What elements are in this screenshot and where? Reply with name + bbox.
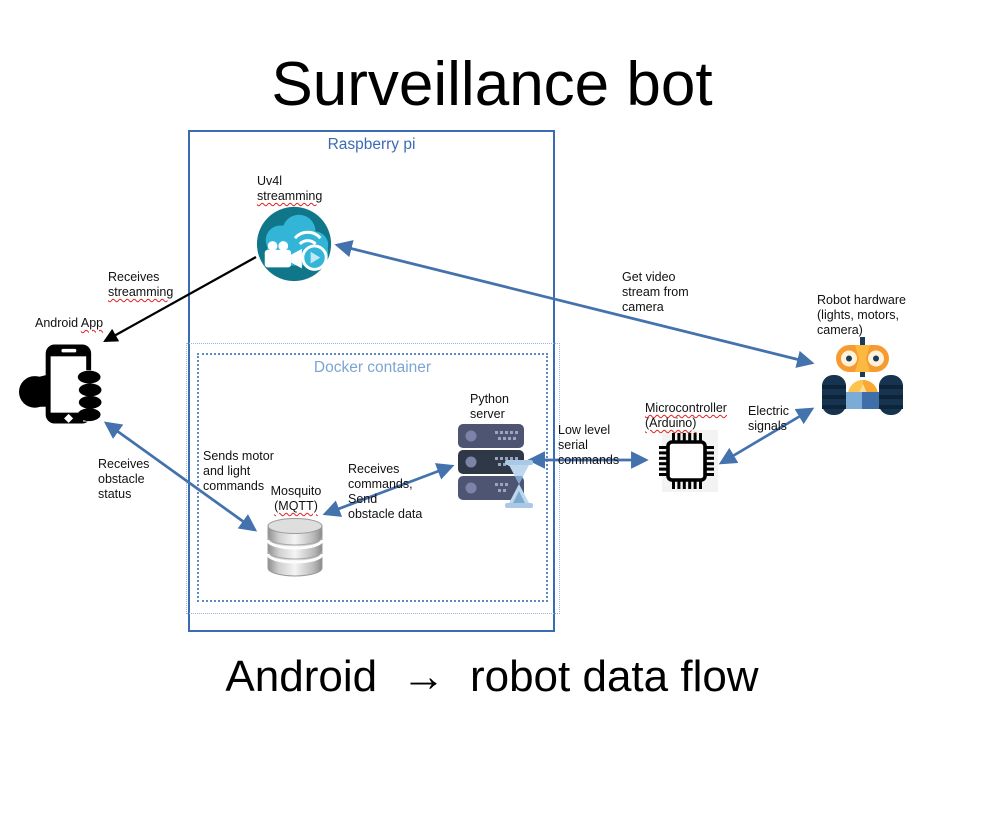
- raspberry-pi-label: Raspberry pi: [327, 136, 416, 153]
- docker-container-label: Docker container: [313, 359, 432, 376]
- edge-label-electric-signals: Electric signals: [748, 404, 789, 433]
- python-server-label: Python server: [470, 392, 509, 421]
- raspberry-pi-box: [188, 130, 555, 632]
- edge-label-receives-commands: Receives commands, Send obstacle data: [348, 462, 423, 521]
- page-title: Surveillance bot: [271, 50, 713, 119]
- edge-label-receives-obstacle: Receives obstacle status: [98, 457, 150, 501]
- database-cylinder-icon: [263, 516, 327, 583]
- mosquito-label: Mosquito(MQTT): [270, 484, 322, 513]
- cloud-stream-icon: [252, 204, 338, 289]
- robot-hardware-label: Robot hardware (lights, motors, camera): [817, 293, 906, 337]
- edge-label-low-level-serial: Low level serial commands: [558, 423, 620, 467]
- server-rack-hourglass-icon: [458, 424, 534, 515]
- caption-data-flow: Android → robot data flow: [225, 652, 759, 701]
- microchip-icon: [652, 430, 718, 497]
- robot-icon: [818, 337, 906, 422]
- edge-label-sends-motor: Sends motor and light commands: [203, 449, 274, 493]
- android-app-label: Android App: [35, 316, 104, 330]
- microcontroller-label: Microcontroller(Arduino): [645, 401, 727, 430]
- hand-holding-phone-icon: [18, 338, 103, 435]
- edge-label-get-video: Get video stream from camera: [622, 270, 689, 314]
